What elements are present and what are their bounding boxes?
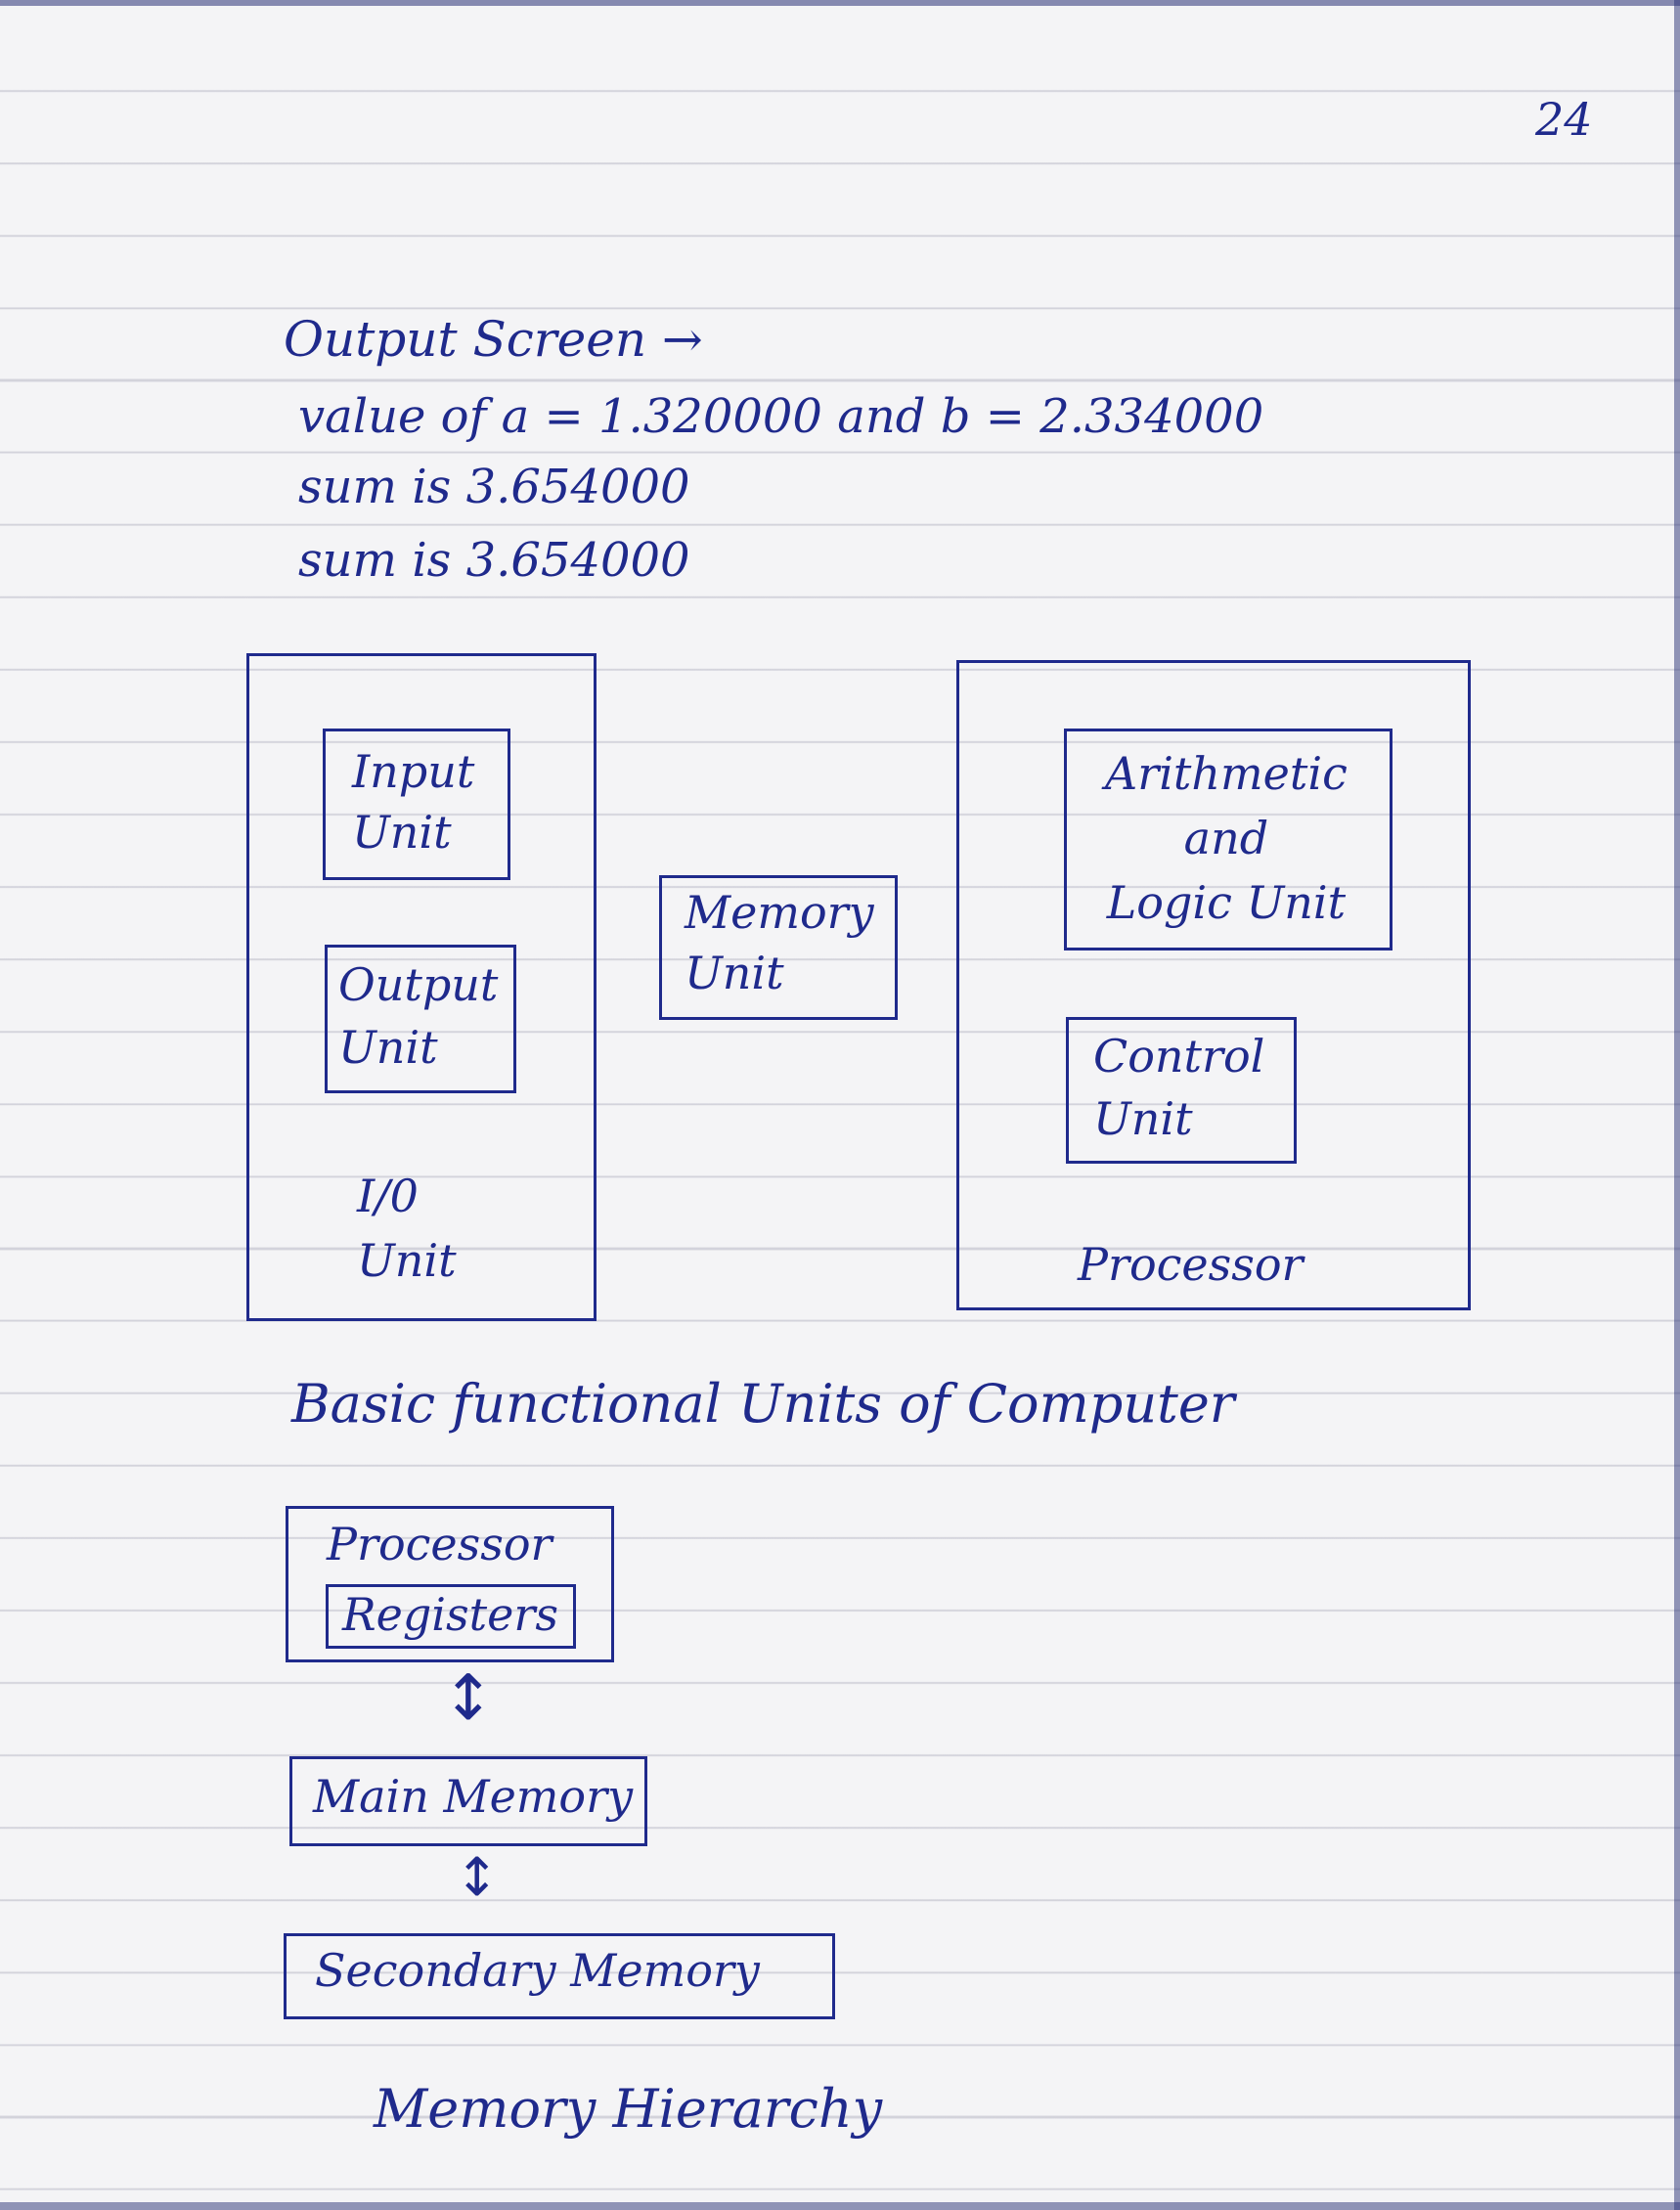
- hierarchy-processor-label: Processor: [327, 1518, 553, 1570]
- page-top-edge: [0, 0, 1680, 6]
- page-right-edge: [1674, 0, 1680, 2210]
- alu-label: Arithmetic and Logic Unit: [1105, 747, 1348, 929]
- output-unit-box: [325, 945, 516, 1093]
- main-memory-box: [289, 1756, 647, 1846]
- registers-label: Registers: [342, 1588, 558, 1641]
- main-memory-label: Main Memory: [313, 1770, 634, 1823]
- output-line-2: sum is 3.654000: [298, 460, 690, 514]
- io-unit-label: I/0 Unit: [357, 1170, 457, 1287]
- memory-unit-label: Memory Unit: [685, 886, 874, 999]
- output-screen-title: Output Screen →: [284, 311, 703, 368]
- output-line-1: value of a = 1.320000 and b = 2.334000: [298, 389, 1264, 444]
- memory-hierarchy-caption: Memory Hierarchy: [374, 2078, 883, 2140]
- memory-unit-box: [659, 875, 898, 1020]
- page-bottom-edge: [0, 2202, 1680, 2210]
- hierarchy-processor-box: [286, 1506, 614, 1662]
- page-number: 24: [1535, 93, 1593, 146]
- alu-box: [1064, 729, 1393, 950]
- processor-box: [956, 660, 1471, 1310]
- output-line-3: sum is 3.654000: [298, 533, 690, 588]
- input-unit-box: [323, 729, 510, 880]
- functional-units-caption: Basic functional Units of Computer: [291, 1373, 1235, 1435]
- double-arrow-icon: ↕: [455, 1846, 500, 1908]
- input-unit-label: Input Unit: [352, 745, 475, 859]
- double-arrow-icon: ↕: [442, 1662, 495, 1735]
- output-unit-label: Output Unit: [338, 958, 499, 1074]
- secondary-memory-label: Secondary Memory: [315, 1944, 760, 1997]
- control-unit-label: Control Unit: [1093, 1030, 1265, 1145]
- processor-label: Processor: [1078, 1238, 1304, 1291]
- io-unit-box: [246, 653, 597, 1321]
- control-unit-box: [1066, 1017, 1297, 1164]
- registers-box: [326, 1584, 576, 1649]
- secondary-memory-box: [284, 1933, 835, 2019]
